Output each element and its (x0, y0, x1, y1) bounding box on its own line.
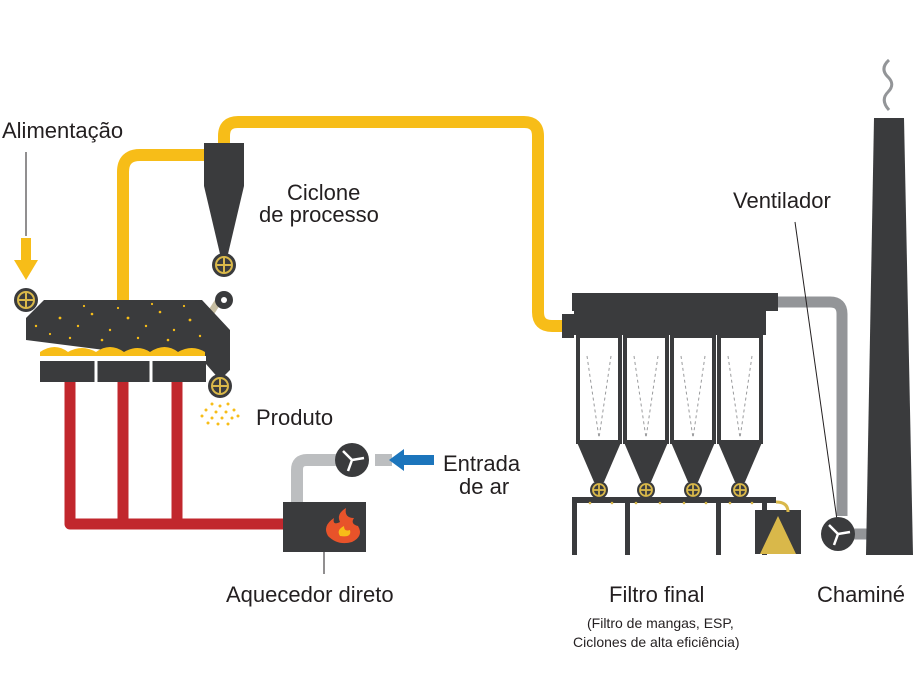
rotary-valve-icon (731, 481, 749, 499)
rotary-valve-icon (14, 288, 38, 312)
fan-icon (335, 443, 369, 477)
filter-note-line2: Ciclones de alta eficiência) (573, 634, 740, 650)
product-label: Produto (256, 405, 333, 430)
rotary-valve-icon (684, 481, 702, 499)
conveyor-powder (588, 501, 754, 505)
down-arrow-icon (14, 238, 38, 280)
left-arrow-icon (389, 449, 434, 471)
filter-note-line1: (Filtro de mangas, ESP, (587, 615, 734, 631)
return-valve-icon (215, 291, 233, 309)
heater-label: Aquecedor direto (226, 582, 394, 607)
filter-label: Filtro final (609, 582, 704, 607)
rotary-valve-icon (212, 253, 236, 277)
air-label-line2: de ar (459, 474, 509, 499)
rotary-valve-icon (637, 481, 655, 499)
smoke-icon (882, 58, 894, 112)
hot-air-ducts (64, 378, 290, 530)
rotary-valve-icon (590, 481, 608, 499)
gas-duct-dryer-to-cyclone (117, 149, 206, 308)
exhaust-duct (776, 296, 848, 516)
rotary-valve-icon (208, 374, 232, 398)
product-powder (200, 402, 240, 426)
cyclone-label-line1: Ciclone (287, 180, 360, 205)
final-filter (562, 293, 801, 555)
fan-label: Ventilador (733, 188, 831, 213)
process-cyclone (204, 143, 244, 254)
cyclone-label-line2: de processo (259, 202, 379, 227)
fluid-bed-dryer (26, 300, 230, 382)
flame-icon (326, 508, 360, 544)
fan-label-leader (794, 221, 838, 521)
chimney-stack (866, 118, 913, 555)
air-duct (291, 454, 345, 503)
feed-label: Alimentação (2, 118, 123, 143)
gas-duct-cyclone-to-filter (218, 116, 566, 332)
air-label-line1: Entrada (443, 451, 521, 476)
fan-icon (821, 517, 855, 551)
stack-label: Chaminé (817, 582, 905, 607)
